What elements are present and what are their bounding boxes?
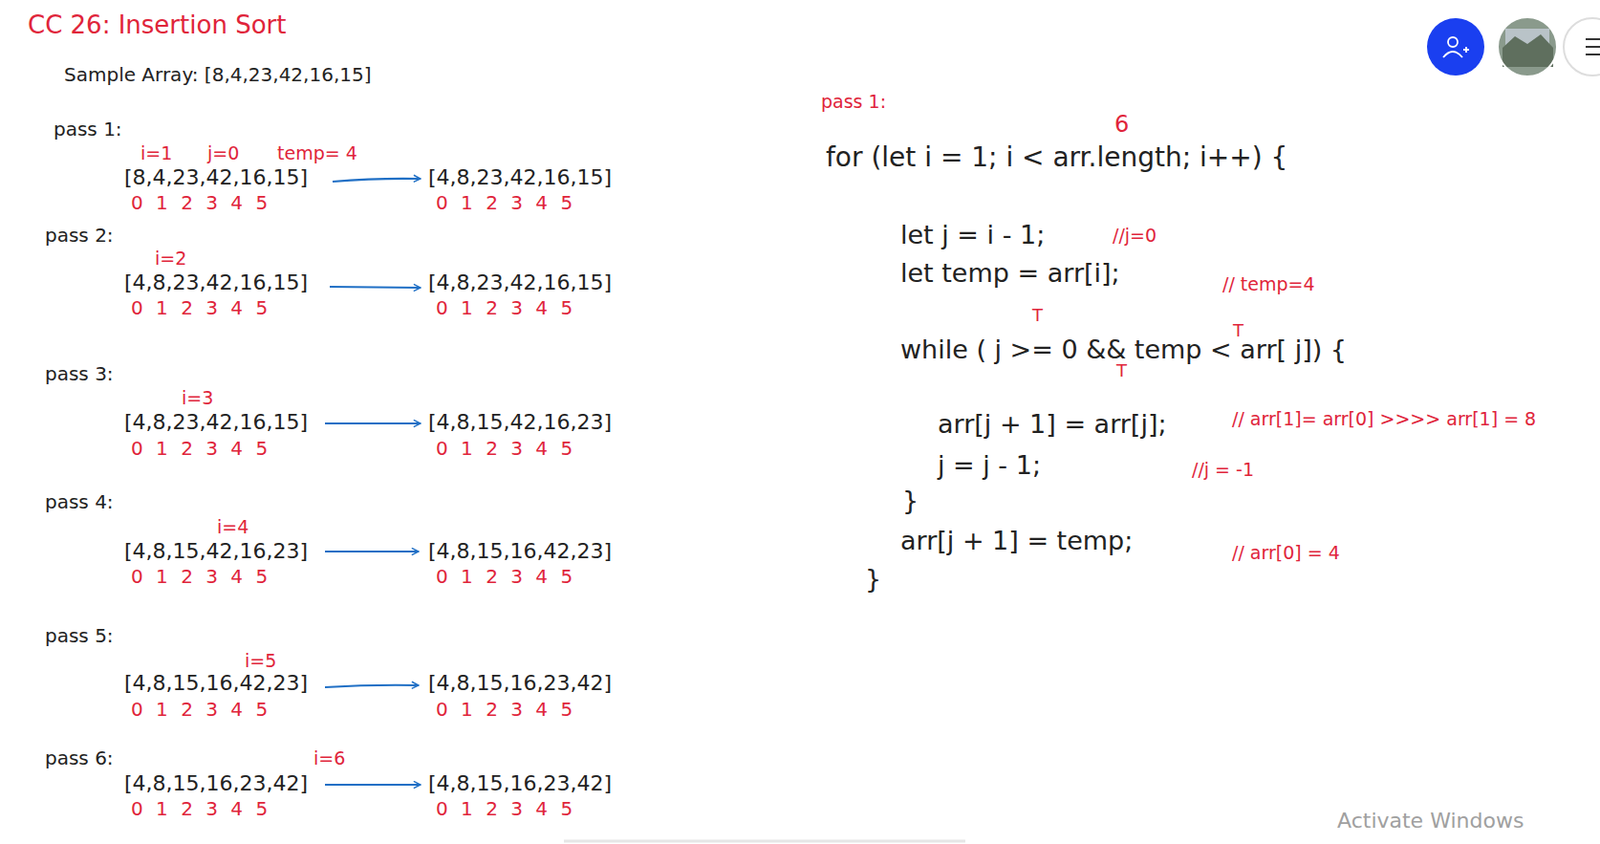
arrow [324, 685, 419, 688]
pass-arrows [324, 178, 421, 785]
array: [4,8,23,42,16,15] [124, 270, 308, 296]
avatar-ring [1497, 17, 1557, 77]
index-row: 0 1 2 3 4 5 [435, 697, 573, 721]
index-row: 0 1 2 3 4 5 [130, 436, 268, 460]
code-line: arr[j + 1] = arr[j]; [937, 409, 1168, 440]
true-mark: T [1032, 304, 1043, 326]
arrow [332, 178, 421, 182]
index-row: 0 1 2 3 4 5 [435, 191, 573, 215]
true-mark: T [1116, 360, 1127, 382]
array: [4,8,15,16,23,42] [124, 771, 308, 797]
index-row: 0 1 2 3 4 5 [130, 797, 268, 821]
index-row: 0 1 2 3 4 5 [130, 697, 268, 721]
array: [4,8,15,16,42,23] [428, 539, 612, 564]
loop-count-note: 6 [1114, 110, 1129, 139]
pass-heading: pass 6: [44, 746, 114, 770]
menu-icon [1585, 39, 1600, 55]
array: [8,4,23,42,16,15] [124, 165, 308, 191]
code-line: } [864, 563, 882, 595]
index-row: 0 1 2 3 4 5 [130, 564, 268, 588]
user-icon [1443, 37, 1470, 58]
code-line: } [902, 485, 919, 517]
code-comment: // arr[0] = 4 [1232, 541, 1341, 564]
code-line: arr[j + 1] = temp; [900, 525, 1133, 557]
array: [4,8,23,42,16,15] [428, 165, 612, 191]
variable-note: i=4 [216, 516, 249, 539]
arrow [324, 550, 419, 553]
array: [4,8,23,42,16,15] [428, 270, 612, 296]
variable-note: j=0 [207, 142, 239, 165]
pass-heading: pass 1: [53, 117, 123, 141]
index-row: 0 1 2 3 4 5 [130, 296, 268, 320]
menu-button [1563, 18, 1600, 76]
variable-note: i=3 [181, 387, 214, 410]
avatar [1497, 17, 1557, 77]
code-line: j = j - 1; [937, 450, 1041, 481]
code-comment: // temp=4 [1222, 273, 1316, 296]
index-row: 0 1 2 3 4 5 [435, 564, 573, 588]
code-line: let j = i - 1; [900, 219, 1045, 251]
variable-note: i=2 [154, 247, 187, 270]
array: [4,8,15,16,23,42] [428, 771, 612, 797]
code-line: let temp = arr[i]; [900, 258, 1121, 289]
pass-heading: pass 2: [44, 223, 114, 247]
avatar-building [1502, 34, 1554, 67]
pass-heading: pass 5: [44, 624, 114, 648]
scroll-bar [563, 840, 966, 844]
code-comment: //j = -1 [1191, 458, 1255, 481]
array: [4,8,15,42,16,23] [428, 410, 612, 435]
array: [4,8,15,16,23,42] [428, 670, 612, 696]
page-title: CC 26: Insertion Sort [27, 10, 286, 41]
watermark: Activate Windows [1337, 808, 1524, 834]
array: [4,8,15,42,16,23] [124, 539, 308, 564]
array: [4,8,15,16,42,23] [124, 670, 308, 696]
index-row: 0 1 2 3 4 5 [435, 296, 573, 320]
index-row: 0 1 2 3 4 5 [435, 797, 573, 821]
add-user-button [1427, 18, 1485, 76]
code-heading: pass 1: [821, 90, 887, 113]
index-row: 0 1 2 3 4 5 [130, 191, 268, 215]
variable-note: i=6 [313, 747, 346, 770]
arrow [329, 286, 421, 288]
arrow [324, 783, 421, 786]
code-comment: // arr[1]= arr[0] >>>> arr[1] = 8 [1232, 408, 1536, 431]
variable-note: temp= 4 [277, 142, 358, 165]
variable-note: i=5 [244, 649, 277, 672]
array: [4,8,23,42,16,15] [124, 410, 308, 435]
index-row: 0 1 2 3 4 5 [435, 436, 573, 460]
pass-heading: pass 3: [44, 362, 114, 386]
code-comment: //j=0 [1112, 224, 1157, 247]
sample-array: Sample Array: [8,4,23,42,16,15] [64, 63, 372, 87]
variable-note: i=1 [140, 142, 173, 165]
arrow [324, 422, 421, 425]
pass-heading: pass 4: [44, 490, 114, 514]
code-line: for (let i = 1; i < arr.length; i++) { [825, 141, 1288, 174]
